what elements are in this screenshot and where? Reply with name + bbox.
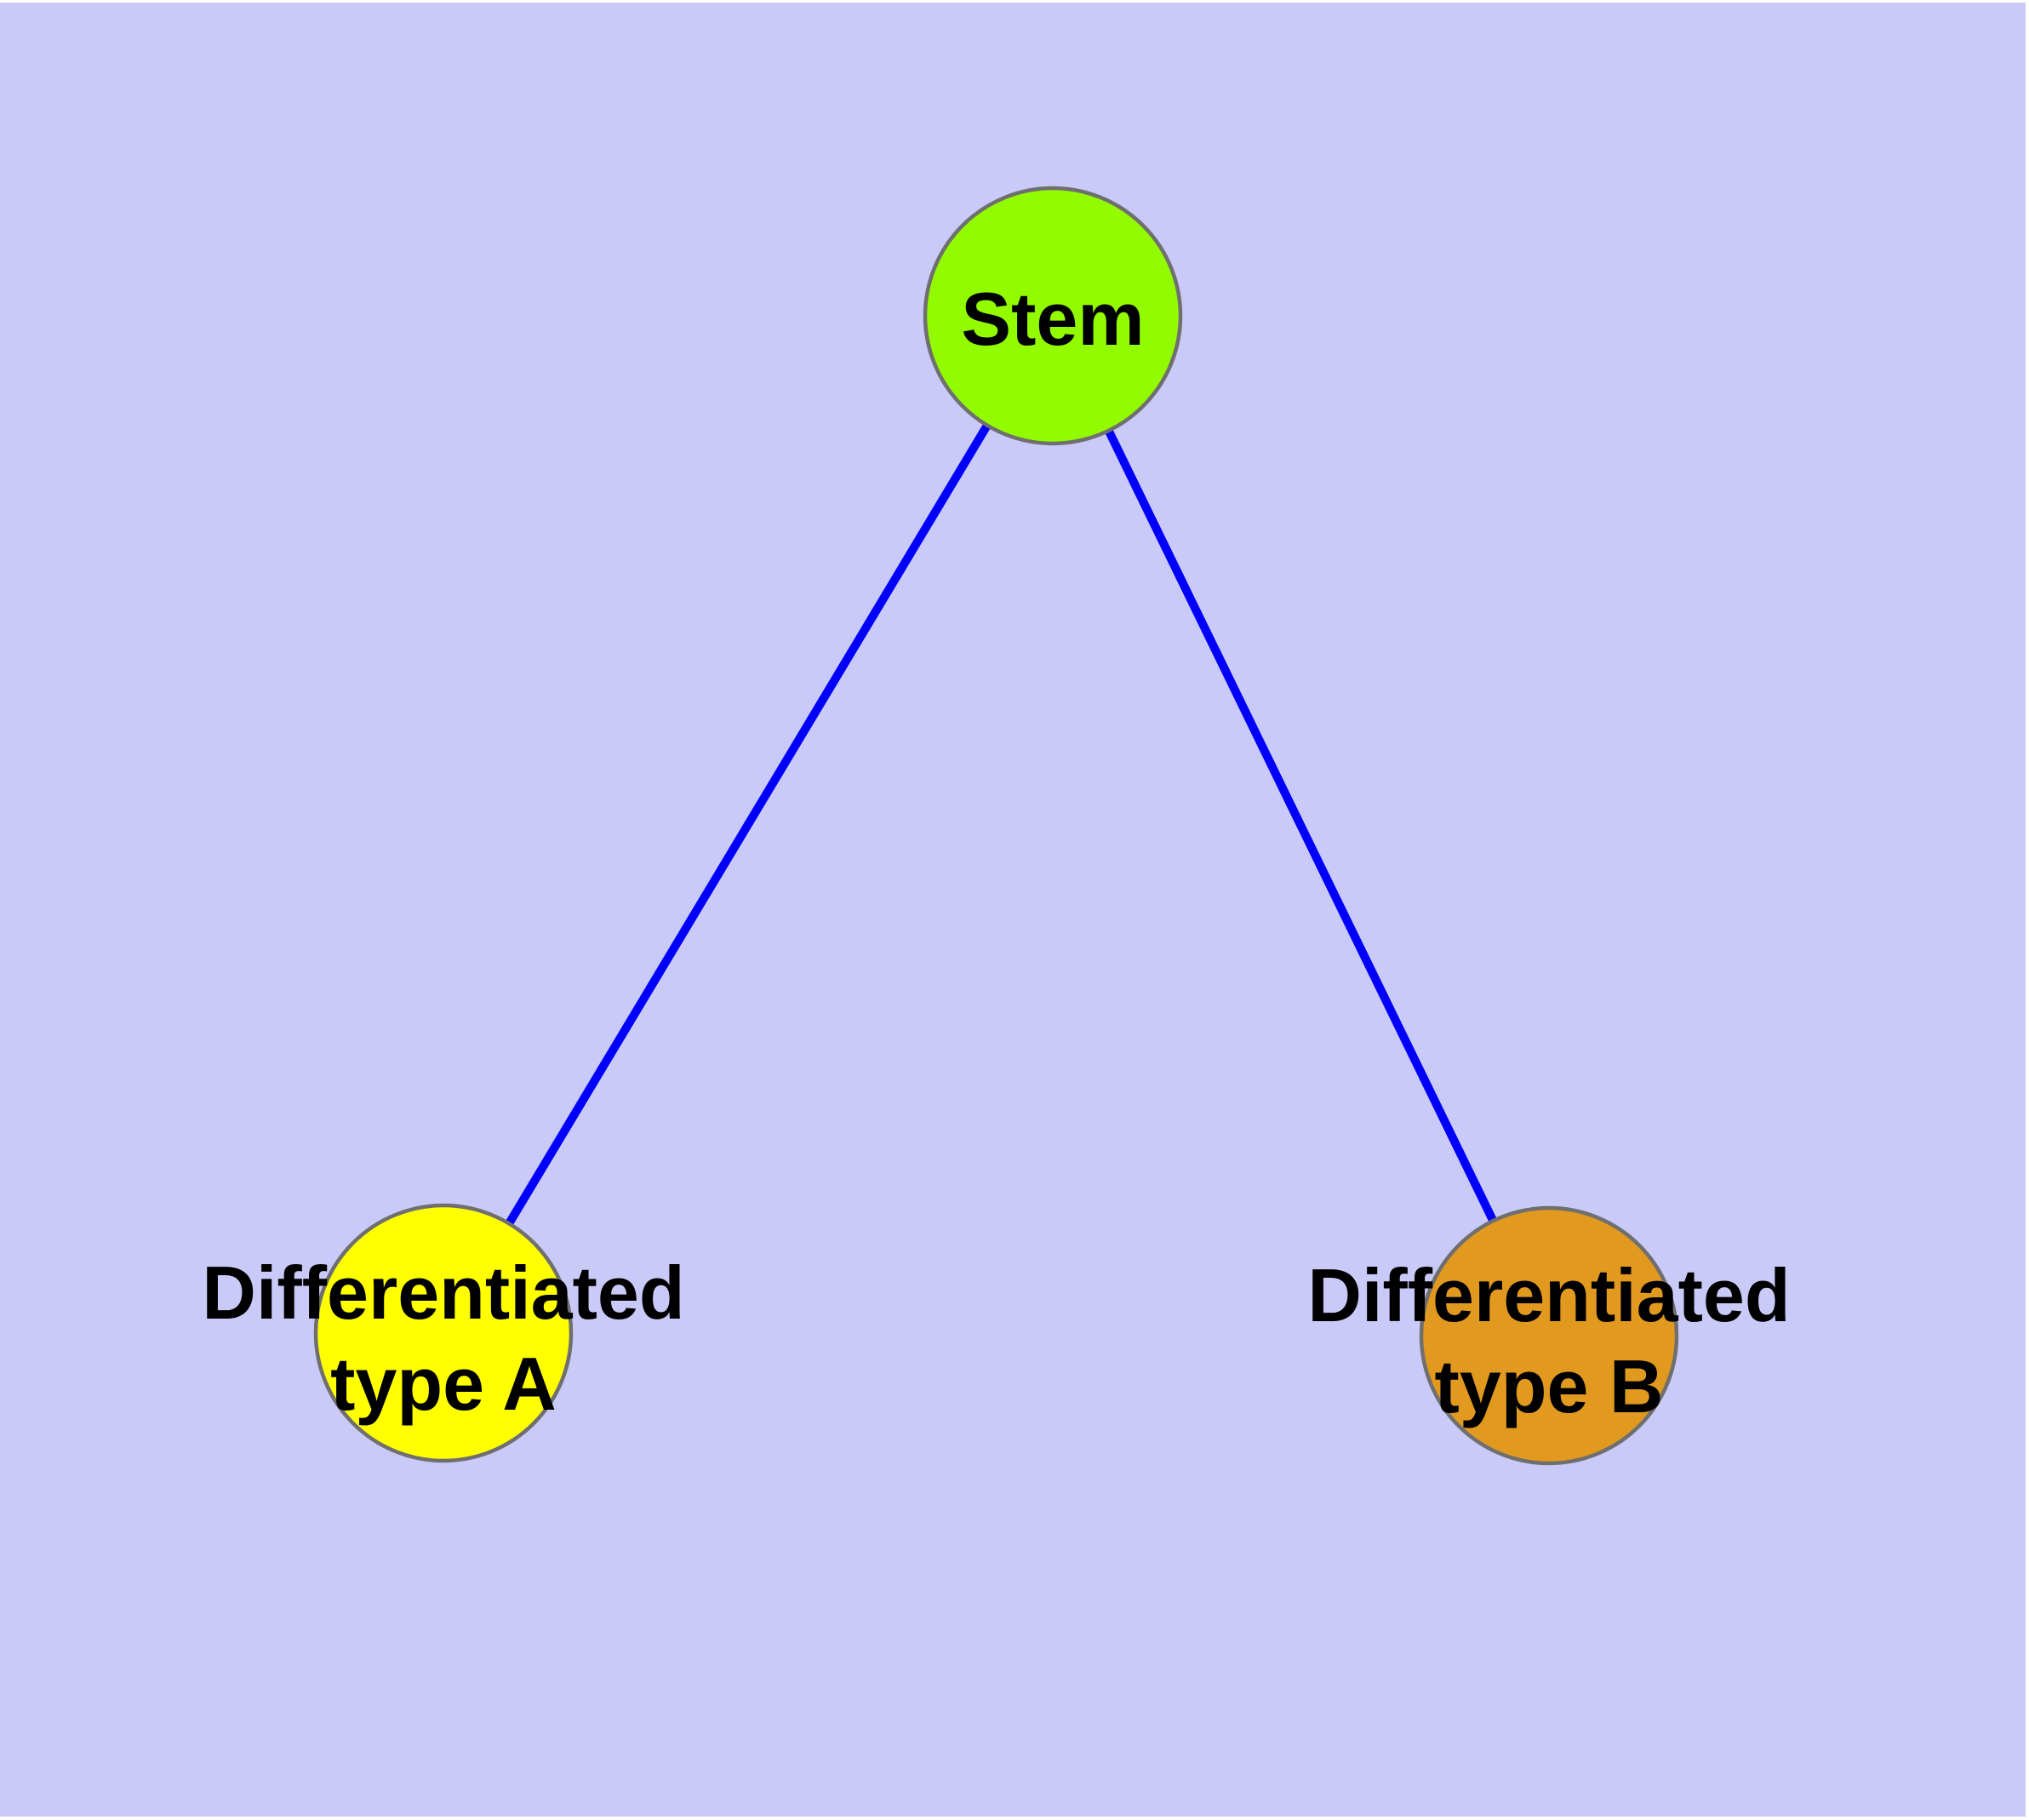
node-stem-label: Stem (961, 277, 1144, 361)
node-type-b-label-line1: Differentiated (1307, 1253, 1790, 1337)
edge-stem-to-type-a (439, 313, 1057, 1336)
node-type-b-circle (1419, 1205, 1679, 1466)
node-type-a-circle (313, 1203, 574, 1463)
node-stem-circle (923, 186, 1183, 446)
edge-stem-to-type-b (1049, 313, 1553, 1338)
node-type-a-label-line1: Differentiated (202, 1251, 684, 1335)
node-type-b-label-line2: type B (1435, 1344, 1664, 1428)
node-type-a-label-line2: type A (330, 1342, 557, 1426)
